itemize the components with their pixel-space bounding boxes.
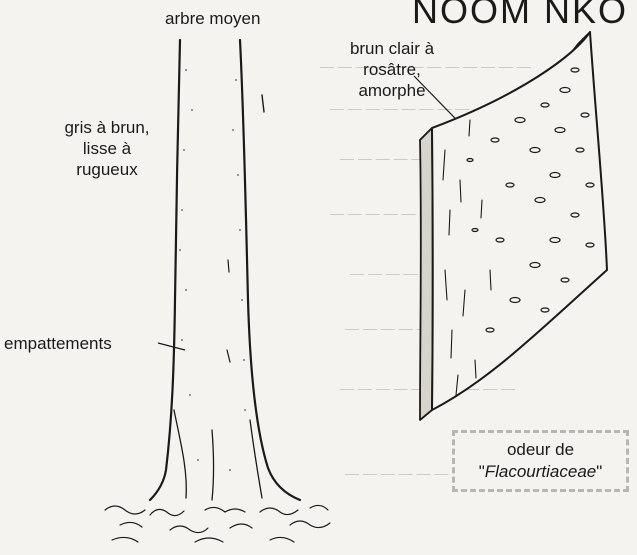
tree-size-label: arbre moyen [165, 8, 260, 29]
odor-species-name: Flacourtiaceae [485, 462, 597, 481]
bark-color-label: gris à brun, lisse à rugueux [47, 117, 167, 180]
slash-label: brun clair à rosâtre, amorphe [326, 38, 458, 101]
tree-trunk [150, 40, 300, 500]
odor-box: odeur de "Flacourtiaceae" [452, 430, 629, 492]
buttress-label: empattements [4, 333, 112, 354]
ground-litter [105, 505, 330, 542]
odor-label: odeur de [455, 439, 626, 461]
odor-species: "Flacourtiaceae" [455, 461, 626, 483]
